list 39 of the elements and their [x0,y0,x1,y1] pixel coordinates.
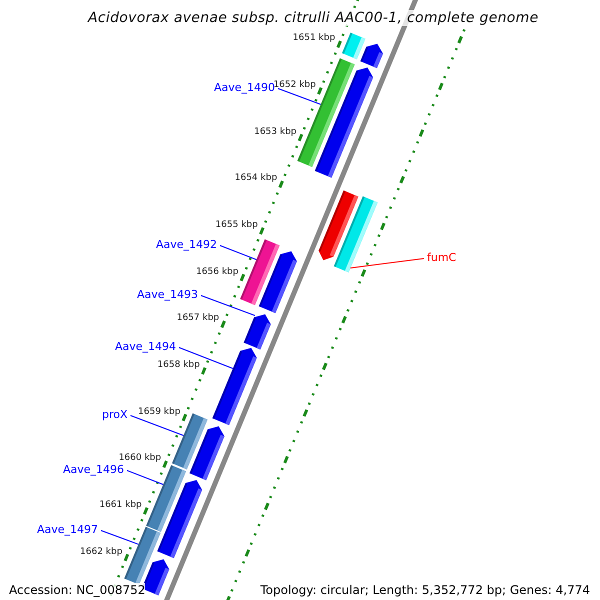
gene-name-label: Aave_1494 [115,341,176,352]
gene-block [157,480,202,558]
gene-block [190,426,224,480]
leader-line [350,258,424,268]
leader-line [200,295,256,316]
title: Acidovorax avenae subsp. citrulli AAC00-1, complete genome [86,10,541,26]
tick-label: 1657 kbp [176,314,220,324]
gene-name-label: Aave_1496 [63,464,124,475]
gene-name-label: Aave_1490 [214,82,276,93]
tick-label: 1653 kbp [254,128,296,137]
tick-label: 1656 kbp [196,268,238,277]
gene-name-label: proX [102,409,128,420]
leader-line [130,415,184,436]
gene-block [258,251,297,314]
tick-label: 1660 kbp [118,454,162,464]
leader-line [278,88,322,105]
gene-block [244,314,271,350]
tick-label: 1658 kbp [157,360,200,370]
tick-label: 1662 kbp [80,548,122,557]
gene-name-label: fumC [427,252,456,263]
tick-label: 1655 kbp [215,220,258,230]
genome-stats-label: Topology: circular; Length: 5,352,772 bp; Genes: 4,774 [260,583,590,597]
gene-name-label: Aave_1492 [156,239,218,250]
tick-label: 1651 kbp [292,34,336,44]
gene-bar [334,196,378,272]
tick-label: 1659 kbp [138,408,180,417]
gene-bar [342,32,366,60]
gene-block [212,348,257,426]
leader-line [126,470,164,485]
gene-block [314,68,374,178]
tick-label: 1654 kbp [234,174,278,184]
gene-name-label: Aave_1497 [37,524,98,535]
leader-line [100,530,139,545]
gene-name-label: Aave_1493 [137,289,198,300]
accession-label: Accession: NC_008752 [9,583,146,597]
gene-block [360,44,383,68]
tick-label: 1652 kbp [273,80,316,90]
leader-line [178,347,234,369]
tick-label: 1661 kbp [99,500,142,510]
